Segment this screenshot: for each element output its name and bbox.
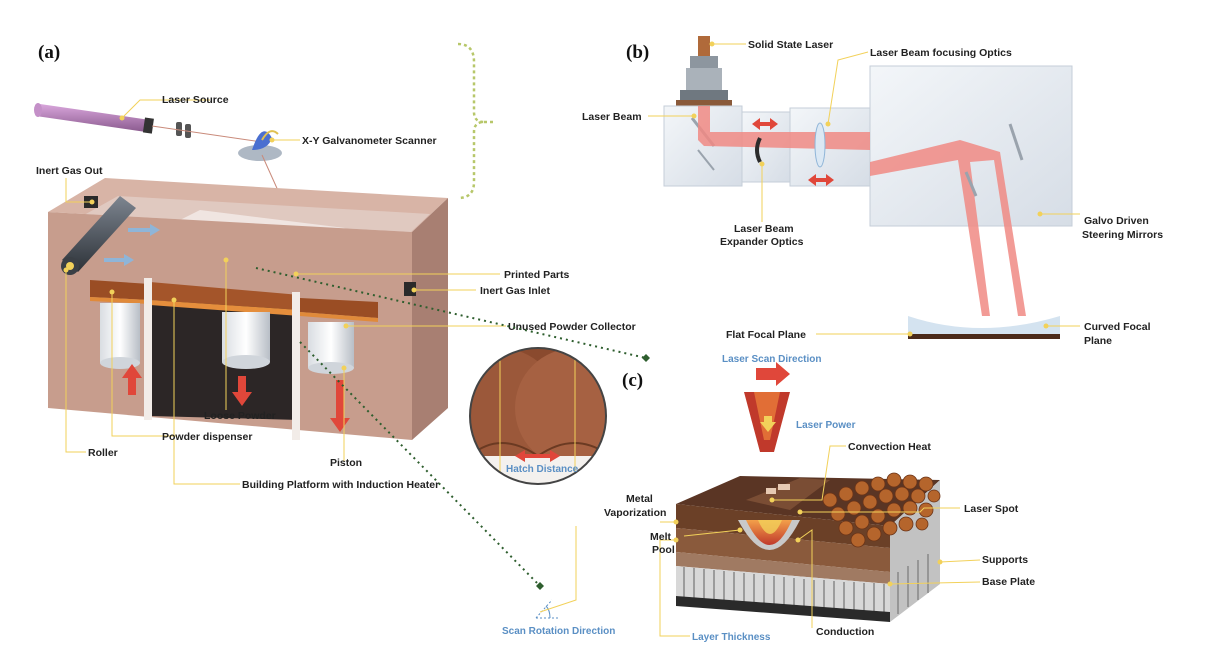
label-galvo-line2: Steering Mirrors — [1082, 229, 1163, 241]
label-galvanometer: X-Y Galvanometer Scanner — [302, 135, 437, 147]
optics-train — [663, 36, 1073, 339]
label-melt-line2: Pool — [652, 544, 675, 556]
label-expander-line2: Expander Optics — [720, 236, 804, 248]
label-hatch-distance: Hatch Distance — [506, 464, 579, 475]
panel-c-label: (c) — [622, 370, 643, 391]
build-chamber — [48, 178, 448, 440]
scan-rotation-icon — [535, 599, 560, 619]
label-galvo-line1: Galvo Driven — [1084, 215, 1149, 227]
label-metal-vap-line1: Metal — [626, 493, 653, 505]
label-inert-gas-inlet: Inert Gas Inlet — [480, 285, 551, 297]
label-conduction: Conduction — [816, 626, 874, 638]
label-powder-dispenser: Powder dispenser — [162, 431, 252, 443]
label-convection-heat: Convection Heat — [848, 441, 931, 453]
label-curved-line1: Curved Focal — [1084, 321, 1151, 333]
label-focusing-optics: Laser Beam focusing Optics — [870, 47, 1012, 59]
label-printed-parts: Printed Parts — [504, 269, 570, 281]
scan-direction-arrow — [756, 362, 790, 386]
label-curved-line2: Plane — [1084, 335, 1112, 347]
label-melt-line1: Melt — [650, 531, 672, 543]
label-inert-gas-out: Inert Gas Out — [36, 165, 103, 177]
label-laser-power: Laser Power — [796, 420, 856, 431]
label-laser-spot: Laser Spot — [964, 503, 1019, 515]
label-piston: Piston — [330, 457, 362, 469]
label-laser-source: Laser Source — [162, 94, 229, 106]
zoom-connector-1 — [255, 267, 647, 359]
leaders-a — [65, 99, 506, 485]
laser-source-icon — [34, 103, 263, 143]
label-metal-vap-line2: Vaporization — [604, 507, 666, 519]
scanner-bracket — [457, 42, 485, 200]
label-loose-powder: Loose Powder — [204, 410, 276, 422]
leaders-b — [648, 43, 1080, 335]
galvanometer-icon — [238, 130, 282, 196]
melt-pool-block — [676, 472, 941, 622]
panel-a-label: (a) — [38, 42, 60, 63]
label-solid-state-laser: Solid State Laser — [748, 39, 833, 51]
label-scan-rotation: Scan Rotation Direction — [502, 626, 615, 637]
label-expander-line1: Laser Beam — [734, 223, 794, 235]
hatch-distance-inset: Hatch Distance — [469, 347, 607, 485]
label-roller: Roller — [88, 447, 118, 459]
leaders-c — [539, 445, 981, 637]
label-base-plate: Base Plate — [982, 576, 1035, 588]
label-supports: Supports — [982, 554, 1028, 566]
label-laser-beam: Laser Beam — [582, 111, 642, 123]
label-building-platform: Building Platform with Induction Heater — [242, 479, 439, 491]
label-unused-powder-collector: Unused Powder Collector — [508, 321, 636, 333]
label-flat-focal-plane: Flat Focal Plane — [726, 329, 806, 341]
label-scan-direction: Laser Scan Direction — [722, 354, 821, 365]
label-layer-thickness: Layer Thickness — [692, 632, 771, 643]
panel-b-label: (b) — [626, 42, 649, 63]
laser-cone — [744, 392, 790, 452]
